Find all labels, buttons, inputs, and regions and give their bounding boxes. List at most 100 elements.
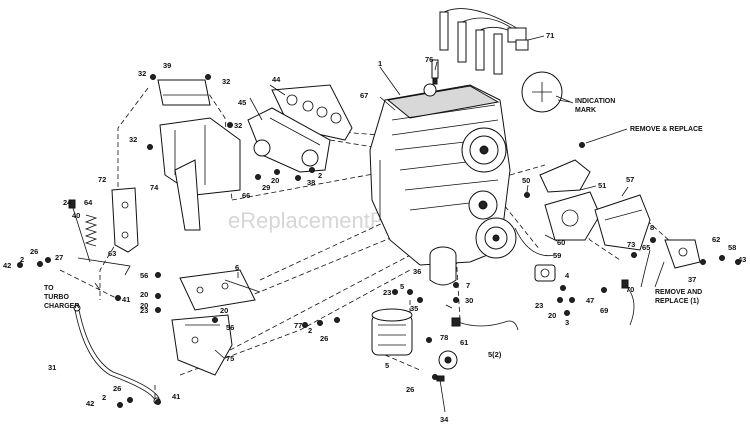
callout-45: 45 [238,98,246,107]
callout-26: 26 [113,384,121,393]
callout-75: 75 [226,354,234,363]
callout-67: 67 [360,91,368,100]
callout-32: 32 [129,135,137,144]
front-cover [544,191,601,241]
oil-filter [429,246,457,286]
callout-3: 3 [565,318,569,327]
callout-5-2: 5(2) [488,350,502,359]
turbo-charger-note-2: TURBO [44,294,69,301]
indication-mark-note: INDICATION [575,98,615,105]
callout-69: 69 [600,306,608,315]
callout-7: 7 [466,281,470,290]
callout-23: 23 [383,288,391,297]
cam-sensor [664,239,701,269]
callout-38: 38 [307,178,315,187]
timing-cover [539,159,591,193]
leader-lines [94,35,665,359]
annotation-notes: INDICATION MARK REMOVE & REPLACE REMOVE … [44,98,703,310]
dipstick-tube [77,257,131,276]
callout-32: 32 [234,121,242,130]
front-bracket [594,194,651,251]
callout-47: 47 [586,296,594,305]
callout-5: 5 [400,282,404,291]
callout-26: 26 [406,385,414,394]
callout-66: 66 [242,191,250,200]
callout-2: 2 [20,255,24,264]
callout-26: 26 [30,247,38,256]
callout-78: 78 [440,333,448,342]
callout-60: 60 [557,238,565,247]
callout-2: 2 [318,171,322,180]
remove-replace-1-note-2: REPLACE (1) [655,298,699,305]
callout-63: 63 [108,249,116,258]
callout-57: 57 [626,175,634,184]
callout-6: 6 [235,263,239,272]
callout-39: 39 [163,61,171,70]
fasteners [17,74,741,413]
turbo-charger-note: TO [44,285,54,292]
callout-2: 2 [102,393,106,402]
callout-2: 2 [308,326,312,335]
callout-4: 4 [565,271,570,280]
callout-76: 76 [425,55,433,64]
callout-72: 72 [98,175,106,184]
turbo-charger-note-3: CHARGER [44,303,79,310]
callout-42: 42 [3,261,11,270]
callout-29: 29 [262,183,270,192]
exhaust-manifold [247,107,331,173]
dipstick [68,199,91,263]
assembly-dashed-lines [59,87,681,400]
ignition-wire-set [439,8,529,75]
callout-51: 51 [598,181,606,190]
callout-labels: 71 76 1 67 39 32 32 44 45 32 32 74 66 29… [3,31,746,424]
callout-8: 8 [650,223,654,232]
callout-62: 62 [712,235,720,244]
callout-61: 61 [460,338,468,347]
callout-30: 30 [465,296,473,305]
callout-23: 23 [140,306,148,315]
callout-36: 36 [413,267,421,276]
remove-replace-note: REMOVE & REPLACE [630,126,703,133]
callout-23: 23 [535,301,543,310]
callout-58: 58 [728,243,736,252]
callout-41: 41 [122,295,130,304]
callout-31: 31 [48,363,56,372]
callout-35: 35 [410,304,418,313]
callout-41: 41 [172,392,180,401]
callout-1: 1 [378,59,382,68]
callout-50: 50 [522,176,530,185]
callout-70: 70 [626,285,634,294]
callout-56: 56 [140,271,148,280]
callout-59: 59 [553,251,561,260]
starter-motor [371,308,413,356]
callout-26: 26 [320,334,328,343]
callout-20: 20 [548,311,556,320]
callout-64: 64 [84,198,93,207]
indication-mark-note-2: MARK [575,107,596,114]
callout-32: 32 [222,77,230,86]
callout-40: 40 [72,211,80,220]
sensor-harness [451,317,519,331]
idler-pulley [438,350,458,370]
callout-24: 24 [63,198,72,207]
spring [84,214,98,247]
engine-bracket-lower [171,314,233,376]
indication-mark-detail [521,71,571,113]
manifold-cover [159,117,241,231]
callout-20: 20 [140,290,148,299]
callout-56: 56 [226,323,234,332]
callout-77: 77 [294,321,302,330]
callout-32: 32 [138,69,146,78]
callout-74: 74 [150,183,159,192]
callout-44: 44 [272,75,281,84]
engine-block [369,83,517,266]
heat-shield [157,79,211,106]
callout-20: 20 [140,301,148,310]
callout-20: 20 [271,176,279,185]
remove-replace-1-note: REMOVE AND [655,289,702,296]
callout-42: 42 [86,399,94,408]
callout-34: 34 [440,415,449,424]
callout-71: 71 [546,31,554,40]
dipstick-bracket [111,187,139,253]
